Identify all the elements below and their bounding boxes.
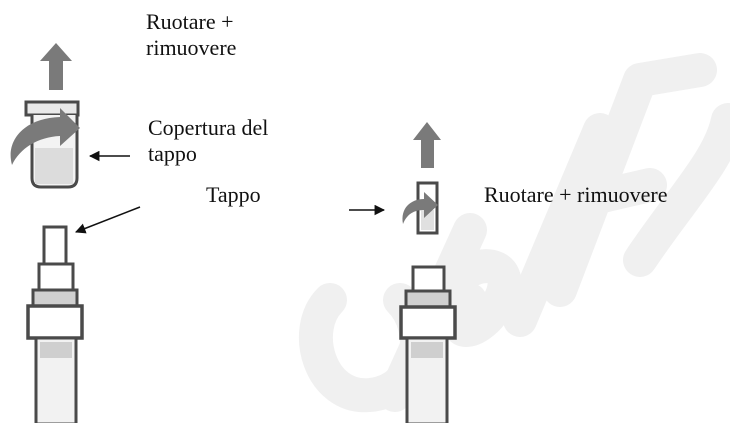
right-pen-body (399, 265, 457, 423)
rotate-remove-label-left-line1: Ruotare + (146, 9, 234, 34)
right-rotate-arrow-icon (402, 192, 438, 224)
right-up-arrow-icon (413, 122, 441, 168)
watermark-shape-a (623, 103, 730, 277)
left-up-arrow-icon (40, 43, 72, 90)
cap-cover-label: Copertura del tappo (148, 115, 268, 167)
left-rotate-arrow-icon (10, 108, 81, 165)
watermark-shape-f-bar (568, 168, 667, 217)
left-cap-cover (24, 100, 80, 189)
rotate-remove-label-left: Ruotare + rimuovere (146, 9, 236, 61)
cap-cover-label-line1: Copertura del (148, 115, 269, 140)
watermark-shape-f (543, 53, 717, 307)
cap-pointer-arrow-icon (75, 206, 141, 234)
watermark (298, 53, 730, 413)
rotate-remove-label-left-line2: rimuovere (146, 35, 237, 60)
rotate-remove-label-right: Ruotare + rimuovere (484, 182, 668, 207)
cap-label: Tappo (206, 182, 261, 207)
cap-cover-label-line2: tappo (148, 141, 197, 166)
watermark-shape-l (503, 113, 617, 337)
watermark-shape-e (423, 249, 522, 347)
left-pen-body (26, 225, 84, 423)
